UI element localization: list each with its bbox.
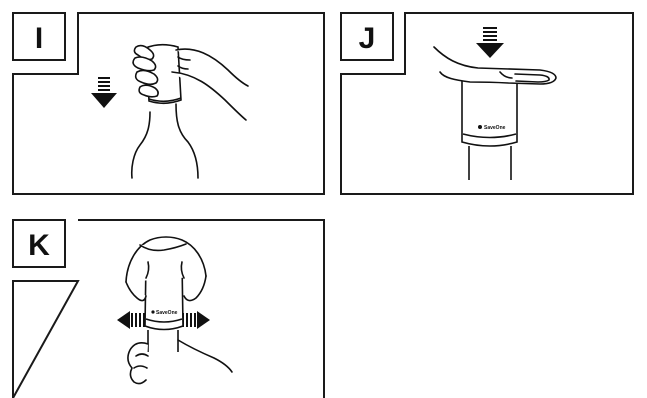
right-arrow-icon (182, 311, 210, 329)
bottle-icon (148, 330, 178, 352)
bottle-icon (132, 104, 198, 178)
panel-i-label: I (35, 22, 43, 55)
panel-j-label: J (359, 22, 376, 55)
bottle-icon (469, 146, 511, 180)
brand-mark: SaveOne (156, 310, 178, 316)
hand-icon (128, 340, 232, 384)
hand-icon (133, 46, 248, 120)
panel-i: I (13, 13, 324, 194)
down-arrow-icon (476, 27, 504, 58)
panel-k: K SaveOne (13, 220, 324, 398)
stopper-icon: SaveOne (462, 76, 517, 146)
panel-k-label: K (28, 229, 50, 262)
brand-mark: SaveOne (484, 125, 506, 131)
panel-j: J SaveOne (341, 13, 633, 194)
down-arrow-icon (91, 77, 117, 108)
left-arrow-icon (117, 311, 145, 329)
